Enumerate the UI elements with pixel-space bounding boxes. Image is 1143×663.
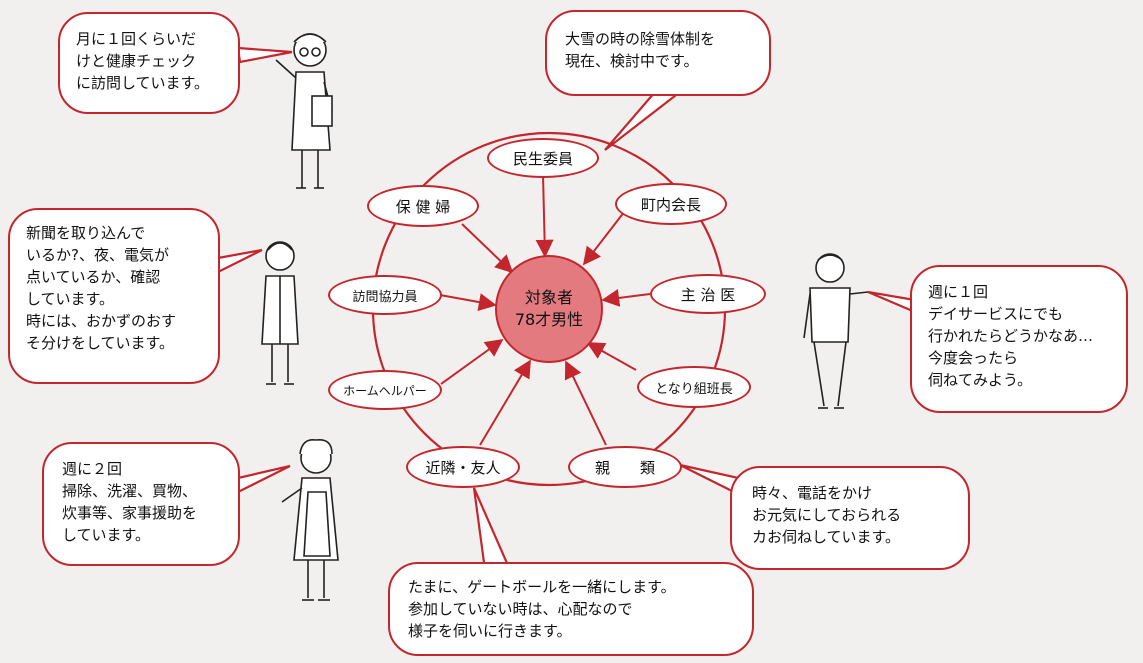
bubble-line: 週に２回 (62, 460, 123, 478)
bubble-kinrin: たまに、ゲートボールを一緒にします。 参加していない時は、心配なので 様子を伺い… (388, 562, 754, 656)
bubble-line: 現在、検討中です。 (565, 52, 699, 70)
arrow-tonari (586, 342, 637, 371)
home-helper-illustration (281, 438, 339, 601)
bubble-line: 今度会ったら (928, 349, 1019, 367)
bubble-line: しています。 (62, 526, 151, 544)
arrow-homehelper (440, 338, 504, 385)
bubble-homehelper: 週に２回 掃除、洗濯、買物、 炊事等、家事援助を しています。 (42, 442, 240, 566)
family-doctor-illustration (803, 253, 869, 409)
bubble-line: 月に１回くらいだ (76, 30, 197, 48)
bubble-line: いるか?、夜、電気が (26, 246, 169, 264)
bubble-hokenfu: 月に１回くらいだ けと健康チェック に訪問しています。 (58, 12, 240, 114)
bubble-line: 点いているか、確認 (26, 268, 161, 286)
bubble-line: 炊事等、家事援助を (62, 504, 198, 522)
node-tonari: となり組班長 (637, 366, 751, 408)
bubble-line: 行かれたらどうかなあ… (928, 327, 1094, 345)
arrow-chonai (582, 206, 629, 266)
bubble-line: お元気にしておられる (752, 506, 902, 524)
bubble-line: けと健康チェック (76, 52, 197, 70)
bubble-line: たまに、ゲートボールを一緒にします。 (408, 578, 676, 596)
arrow-houmon (439, 293, 497, 311)
node-minsei: 民生委員 (487, 138, 599, 178)
arrow-hokenfu (461, 223, 514, 274)
bubble-line: 時々、電話をかけ (752, 484, 873, 502)
bubble-line: 伺ねてみよう。 (928, 371, 1033, 389)
public-health-nurse-illustration (275, 33, 333, 189)
node-shinrui: 親 類 (568, 446, 682, 488)
bubble-line: 大雪の時の除雪体制を (565, 30, 716, 48)
arrow-minsei (535, 174, 554, 258)
bubble-line: そ分けをしています。 (26, 334, 175, 352)
arrow-kinrin (479, 359, 531, 446)
node-homehelper: ホームヘルパー (328, 370, 442, 410)
bubble-line: 掃除、洗濯、買物、 (62, 482, 198, 500)
bubble-shinrui: 時々、電話をかけ お元気にしておられる カお伺ねしています。 (730, 466, 970, 570)
bubble-line: 週に１回 (928, 283, 989, 301)
arrow-shuji (601, 289, 651, 307)
center-line-1: 対象者 (524, 288, 573, 307)
center-line-2: 78才男性 (514, 310, 584, 329)
bubble-line: 新聞を取り込んで (26, 224, 146, 242)
center-subject: 対象者 78才男性 (495, 255, 603, 363)
node-hokenfu: 保 健 婦 (367, 185, 479, 227)
bubble-line: カお伺ねしています。 (752, 528, 901, 546)
node-kinrin: 近隣・友人 (406, 446, 520, 488)
bubble-tail-kinrin (472, 487, 512, 572)
bubble-minsei: 大雪の時の除雪体制を 現在、検討中です。 (545, 10, 771, 96)
bubble-tail-minsei (604, 90, 684, 151)
bubble-line: 参加していない時は、心配なので (408, 600, 633, 618)
bubble-line: しています。 (26, 290, 115, 308)
bubble-shuji: 週に１回 デイサービスにでも 行かれたらどうかなあ… 今度会ったら 伺ねてみよう… (910, 265, 1128, 413)
bubble-line: 様子を伺いに行きます。 (408, 622, 572, 640)
bubble-line: 時には、おかずのおす (26, 312, 177, 330)
bubble-line: デイサービスにでも (928, 305, 1064, 323)
bubble-houmon: 新聞を取り込んで いるか?、夜、電気が 点いているか、確認 しています。 時には… (8, 208, 220, 384)
arrow-shinrui (564, 360, 607, 446)
home-visitor-illustration (261, 241, 299, 385)
node-shuji: 主 治 医 (650, 274, 766, 314)
node-houmon: 訪問協力員 (328, 275, 442, 315)
bubble-line: に訪問しています。 (76, 74, 210, 92)
node-chonai: 町内会長 (615, 183, 727, 225)
